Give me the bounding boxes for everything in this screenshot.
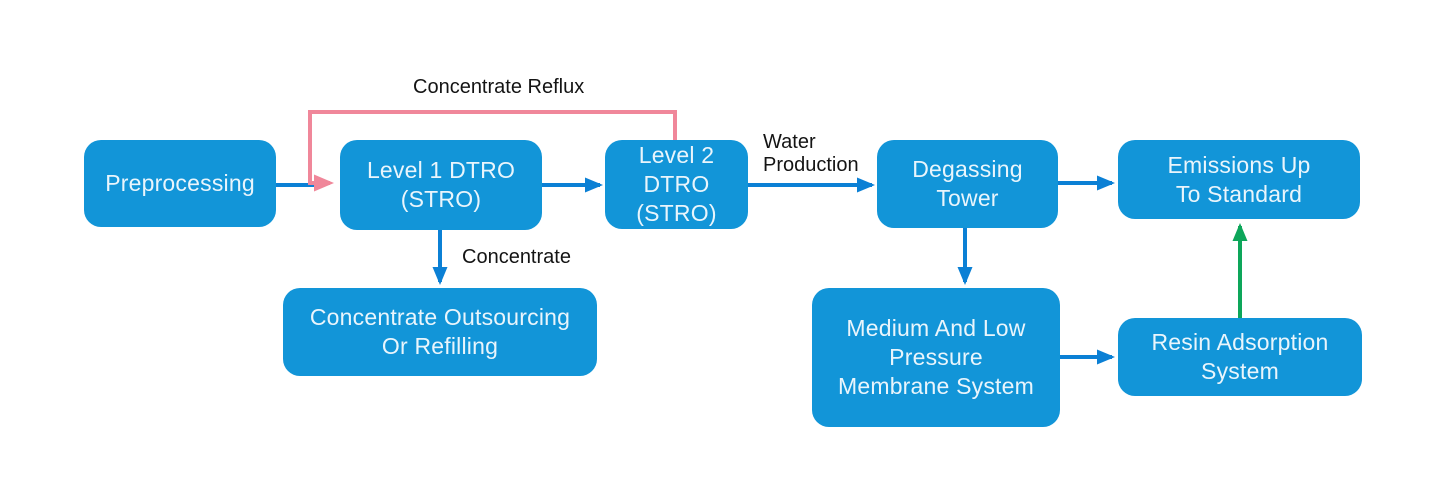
node-concentrate-outsourcing: Concentrate Outsourcing Or Refilling — [283, 288, 597, 376]
node-resin-adsorption: Resin Adsorption System — [1118, 318, 1362, 396]
edge-concentrate-reflux — [308, 110, 677, 192]
node-level2-dtro: Level 2 DTRO (STRO) — [605, 140, 748, 229]
edge-label-concentrate-reflux: Concentrate Reflux — [413, 76, 585, 98]
edge-label-water-production: Water Production — [763, 131, 859, 176]
node-emissions-up-to-standard: Emissions Up To Standard — [1118, 140, 1360, 219]
node-membrane-system: Medium And Low Pressure Membrane System — [812, 288, 1060, 427]
edge-label-concentrate: Concentrate — [462, 246, 571, 268]
node-level1-dtro: Level 1 DTRO (STRO) — [340, 140, 542, 230]
node-degassing-tower: Degassing Tower — [877, 140, 1058, 228]
node-preprocessing: Preprocessing — [84, 140, 276, 227]
